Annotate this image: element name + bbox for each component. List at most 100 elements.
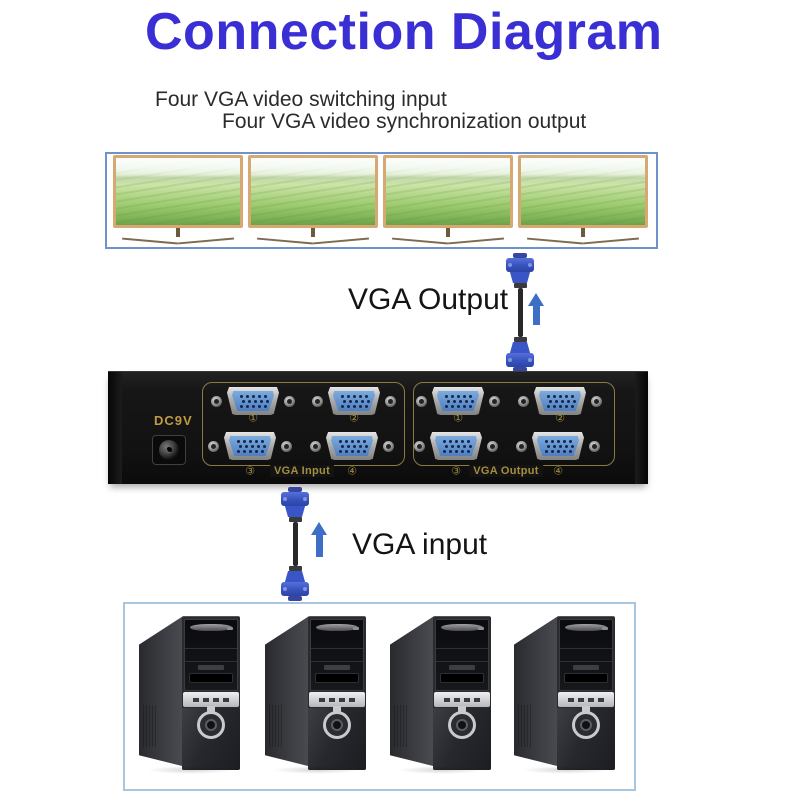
vga-pin bbox=[358, 444, 362, 448]
pin-row bbox=[236, 449, 264, 453]
pin-row bbox=[236, 439, 264, 443]
monitor-stand bbox=[518, 228, 648, 247]
dc-power-jack bbox=[152, 435, 186, 465]
vga-pin bbox=[552, 444, 556, 448]
vga-pin bbox=[468, 394, 472, 398]
vga-pin bbox=[348, 399, 352, 403]
pin-row bbox=[544, 449, 572, 453]
tower-lower-panel bbox=[557, 708, 615, 770]
vga-port-input-2 bbox=[312, 386, 396, 416]
vga-pin bbox=[239, 394, 243, 398]
pin-row bbox=[546, 444, 574, 448]
vga-pin bbox=[442, 439, 446, 443]
front-ports-band bbox=[183, 692, 239, 707]
vga-pin bbox=[245, 394, 249, 398]
tower-front-panel bbox=[557, 616, 615, 770]
vga-pin bbox=[456, 444, 460, 448]
tower-badge bbox=[573, 665, 599, 670]
vga-pin bbox=[558, 394, 562, 398]
vga-pin bbox=[444, 444, 448, 448]
vga-pin bbox=[444, 404, 448, 408]
tower-side-panel bbox=[265, 616, 309, 767]
vga-pin bbox=[470, 399, 474, 403]
monitors-box bbox=[105, 152, 658, 249]
connector-ring bbox=[513, 337, 527, 342]
vga-port-insert bbox=[333, 391, 375, 411]
vga-pin bbox=[344, 439, 348, 443]
vga-pin bbox=[444, 394, 448, 398]
vga-pin bbox=[238, 444, 242, 448]
cable-wire bbox=[292, 522, 298, 566]
dc-jack-pin bbox=[159, 440, 179, 460]
screw-nut-icon bbox=[414, 440, 425, 452]
vga-pin bbox=[548, 399, 552, 403]
monitor-screen bbox=[248, 155, 378, 228]
vga-pin bbox=[256, 444, 260, 448]
vga-port-insert bbox=[437, 391, 479, 411]
connector-taper bbox=[284, 571, 306, 582]
up-arrow-icon bbox=[528, 293, 544, 325]
vga-pin bbox=[362, 449, 366, 453]
vga-port-insert bbox=[229, 436, 271, 456]
vga-pin bbox=[356, 439, 360, 443]
panel-caption-output: VGA Output bbox=[469, 465, 543, 477]
arrow-head bbox=[528, 293, 544, 306]
stand-leg bbox=[583, 237, 639, 245]
monitor-stand bbox=[383, 228, 513, 247]
tower-side-panel bbox=[390, 616, 434, 767]
audio-jack bbox=[598, 697, 604, 702]
connector-ring bbox=[288, 566, 302, 571]
monitor bbox=[248, 155, 378, 247]
vga-pin bbox=[263, 404, 267, 408]
vga-port-input-3 bbox=[208, 431, 292, 461]
vga-pin bbox=[236, 449, 240, 453]
arrow-shaft bbox=[315, 535, 323, 557]
vga-pin bbox=[247, 399, 251, 403]
vga-port-shell bbox=[224, 432, 276, 460]
tower-lower-panel bbox=[182, 708, 240, 770]
vga-pin bbox=[358, 404, 362, 408]
dc-power-label: DC9V bbox=[154, 413, 193, 428]
tower-badge bbox=[449, 665, 475, 670]
vga-pin bbox=[262, 444, 266, 448]
pin-row bbox=[444, 444, 472, 448]
pin-row bbox=[340, 394, 368, 398]
vga-pin bbox=[448, 449, 452, 453]
pin-row bbox=[442, 439, 470, 443]
computer-tower bbox=[390, 613, 491, 774]
connector-ring bbox=[288, 517, 302, 522]
vga-pin bbox=[570, 404, 574, 408]
power-led bbox=[478, 627, 484, 630]
vga-pin bbox=[360, 399, 364, 403]
vga-pin bbox=[257, 404, 261, 408]
pin-row bbox=[239, 404, 267, 408]
vga-pin bbox=[350, 439, 354, 443]
vga-pin bbox=[254, 439, 258, 443]
tower-badge bbox=[198, 665, 224, 670]
up-arrow-icon bbox=[311, 522, 327, 557]
vga-pin bbox=[546, 444, 550, 448]
vga-pin bbox=[564, 444, 568, 448]
tower-slot bbox=[315, 673, 359, 683]
tower-slot bbox=[440, 673, 484, 683]
vga-pin bbox=[456, 394, 460, 398]
dvd-drive bbox=[190, 624, 232, 631]
vga-output-label: VGA Output bbox=[348, 283, 509, 316]
tower-side-panel bbox=[514, 616, 558, 767]
connector-nub bbox=[513, 367, 527, 372]
connector-nub bbox=[288, 596, 302, 601]
vga-port-shell bbox=[430, 432, 482, 460]
pin-row bbox=[544, 439, 572, 443]
audio-jack bbox=[213, 697, 219, 702]
port-number: ④ bbox=[347, 464, 357, 478]
port-number: ② bbox=[349, 411, 359, 425]
vga-port-insert bbox=[435, 436, 477, 456]
vga-pin bbox=[566, 399, 570, 403]
vga-port-insert bbox=[331, 436, 373, 456]
monitor-screen bbox=[113, 155, 243, 228]
vga-pin bbox=[340, 394, 344, 398]
usb-port bbox=[568, 697, 574, 702]
screw-nut-icon bbox=[383, 440, 394, 452]
vga-pin bbox=[342, 399, 346, 403]
pin-row bbox=[444, 394, 472, 398]
